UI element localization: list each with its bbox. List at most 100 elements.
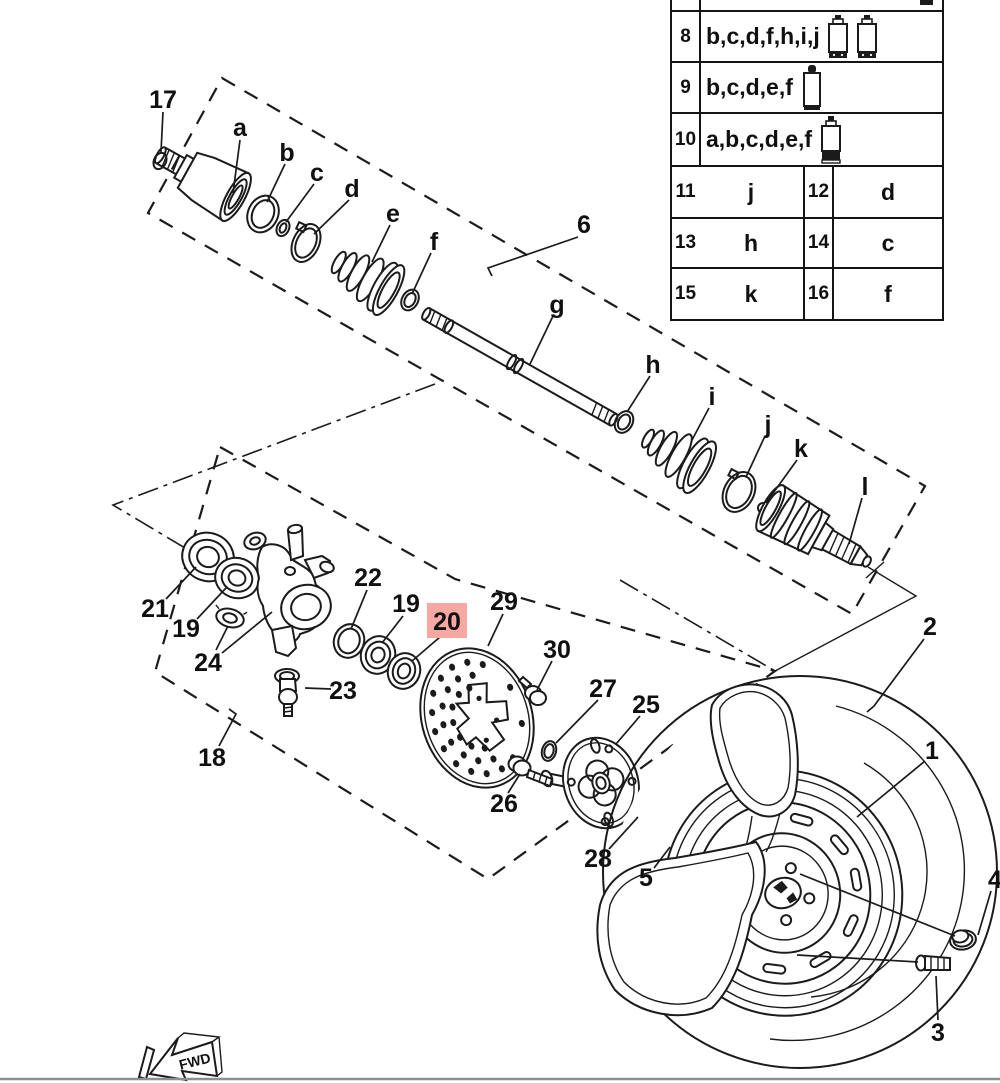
part-label-30[interactable]: 30 [543, 636, 571, 664]
part-label-28[interactable]: 28 [584, 845, 612, 873]
table-row-13-14: 13 h 14 c [672, 217, 942, 267]
part-label-6[interactable]: 6 [577, 211, 591, 239]
part-label-1[interactable]: 1 [925, 737, 939, 765]
disc-bolt-part-30 [517, 675, 547, 706]
brake-disc-part-29 [419, 647, 535, 789]
part-label-19-right[interactable]: 19 [392, 590, 420, 618]
boot-band-part-d [290, 220, 322, 263]
grease-tube-icon [920, 0, 933, 5]
tire-cut-flap-lower [596, 840, 766, 1017]
part-label-a: a [233, 114, 248, 142]
driveshaft-boundary-box [146, 76, 927, 616]
part-label-f: f [430, 228, 439, 256]
leader-lines [160, 111, 992, 1021]
wheel-hub-part-25 [540, 736, 640, 830]
table-row-9: 9 b,c,d,e,f [672, 61, 942, 112]
grease-tube-icon [856, 14, 877, 58]
lug-nut-part-4 [949, 929, 977, 951]
table-cell-num: 14 [803, 219, 834, 267]
part-label-17[interactable]: 17 [149, 86, 177, 114]
leader-hub-to-nut-4 [799, 873, 956, 937]
outer-cv-boot-part-i [641, 428, 717, 494]
ball-joint-part-23 [274, 668, 300, 717]
table-row-11-12: 11 j 12 d [672, 165, 942, 217]
part-label-3[interactable]: 3 [931, 1019, 945, 1047]
fwd-arrow-side-edge [216, 1036, 223, 1077]
part-label-i: i [709, 383, 716, 411]
inner-cv-joint-part-a [154, 146, 252, 223]
part-label-20-highlighted[interactable]: 20 [433, 608, 461, 636]
grease-tube-icon [827, 14, 848, 58]
table-partial-divider [699, 0, 701, 10]
bearing-part-20 [386, 652, 422, 690]
part-label-c: c [310, 159, 324, 187]
boot-clamp-part-f [400, 288, 420, 312]
table-cell-letter: k [744, 280, 758, 307]
table-cell-num: 16 [803, 269, 834, 319]
table-row-10: 10 a,b,c,d,e,f [672, 112, 942, 165]
table-cell-letter: c [881, 229, 895, 256]
table-cell-letters: a,b,c,d,e,f [706, 126, 813, 152]
part-label-25[interactable]: 25 [632, 691, 660, 719]
steering-knuckle-part-18-body [243, 523, 335, 658]
outer-cv-joint-part-l [755, 484, 872, 568]
centerlines [111, 383, 918, 672]
part-label-24[interactable]: 24 [194, 649, 222, 677]
table-cell-num: 12 [803, 167, 834, 217]
fwd-label: FWD [177, 1050, 212, 1073]
part-label-g: g [549, 291, 564, 319]
drive-shaft-part-g [421, 306, 619, 427]
part-label-18[interactable]: 18 [198, 744, 226, 772]
disc-drill-holes [429, 658, 525, 778]
table-cell-letter: j [747, 178, 755, 205]
tire-outline [602, 675, 998, 1069]
boot-band-part-j [721, 467, 757, 513]
part-label-19-left[interactable]: 19 [172, 615, 200, 643]
table-cell-num: 9 [672, 63, 701, 112]
part-label-29[interactable]: 29 [490, 588, 518, 616]
o-ring-part-27 [540, 740, 558, 762]
knuckle-boundary-box [153, 446, 778, 881]
grease-tube-icon [821, 115, 842, 164]
leader-rim-to-bolt-3 [796, 954, 919, 963]
part-label-22[interactable]: 22 [354, 564, 382, 592]
part-label-d: d [344, 175, 359, 203]
sealant-tube-icon [802, 64, 821, 110]
table-cell-num: 13 [674, 232, 697, 253]
table-cell-letters: b,c,d,f,h,i,j [706, 23, 820, 49]
reference-table: 8 b,c,d,f,h,i,j 9 b,c,d,e,f [670, 0, 944, 321]
ring-part-17 [152, 151, 168, 171]
part-label-2[interactable]: 2 [923, 613, 937, 641]
part-label-k: k [794, 435, 808, 463]
table-cell-letters: b,c,d,e,f [706, 74, 793, 100]
part-label-27[interactable]: 27 [589, 675, 617, 703]
part-label-21[interactable]: 21 [141, 595, 169, 623]
part-label-4[interactable]: 4 [988, 866, 1000, 894]
table-row-15-16: 15 k 16 f [672, 267, 942, 319]
table-row-partial [672, 0, 942, 10]
fwd-arrow-top-edge [177, 1032, 221, 1043]
circlip-part-b [246, 194, 280, 234]
part-label-j: j [764, 411, 772, 439]
rim-vent-slots [722, 812, 863, 975]
part-label-e: e [386, 200, 400, 228]
part-label-23[interactable]: 23 [329, 677, 357, 705]
tire-cut-flap-upper [709, 683, 799, 853]
part-number-labels: 17 a b c d e f 6 g h i j k l 21 19 24 22… [141, 86, 1000, 1047]
table-cell-num: 15 [674, 283, 697, 304]
table-cell-letter: d [880, 178, 896, 205]
part-label-26[interactable]: 26 [490, 790, 518, 818]
wheel-bolt-part-3 [915, 954, 951, 972]
inner-cv-boot-part-e [330, 250, 406, 316]
lock-washer-part-24 [215, 604, 248, 629]
highlight-box-part-20 [427, 603, 467, 638]
table-cell-num: 8 [672, 12, 701, 61]
part-label-5[interactable]: 5 [639, 864, 653, 892]
hub-bolt-part-26 [507, 755, 554, 788]
tire-and-rim-group [596, 675, 998, 1069]
part-label-b: b [279, 139, 294, 167]
table-cell-num: 11 [675, 181, 696, 202]
tire-bead-arc [810, 762, 928, 998]
table-row-8: 8 b,c,d,f,h,i,j [672, 10, 942, 61]
